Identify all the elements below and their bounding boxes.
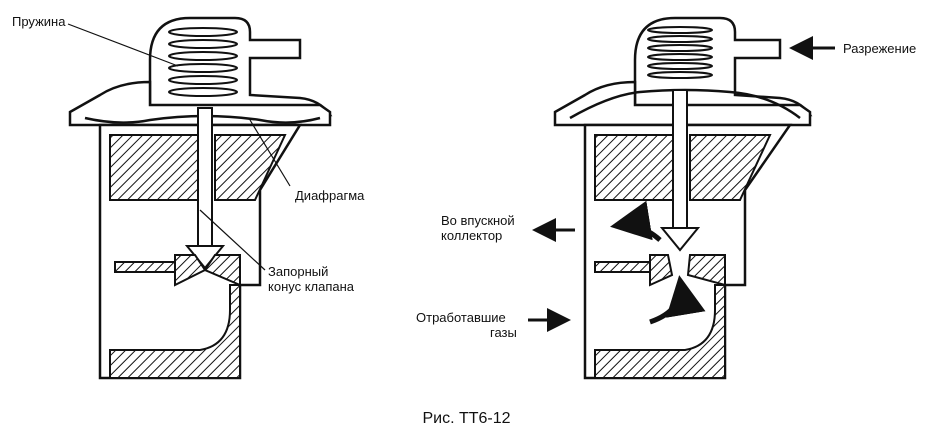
diaphragm-cover <box>553 80 812 127</box>
label-valve-cone-1: Запорный <box>268 264 329 279</box>
label-diaphragm: Диафрагма <box>295 188 365 203</box>
spring <box>168 27 238 97</box>
label-exhaust-1: Отработавшие <box>416 310 506 325</box>
upper-casting <box>109 134 201 201</box>
label-exhaust-2: газы <box>490 325 517 340</box>
spring-cap <box>148 16 333 117</box>
label-spring: Пружина <box>12 14 66 29</box>
valve-stem <box>672 89 688 231</box>
flow-arrow-up <box>649 275 706 325</box>
valve-cone <box>659 227 701 252</box>
label-to-intake-2: коллектор <box>441 228 503 243</box>
leader-lines <box>67 23 291 271</box>
label-to-intake-1: Во впускной <box>441 213 515 228</box>
flow-arrow-out <box>610 200 662 242</box>
upper-casting <box>594 134 676 201</box>
figure-caption: Рис. ТТ6-12 <box>422 410 511 427</box>
label-valve-cone-2: конус клапана <box>268 279 355 294</box>
spring <box>647 26 713 79</box>
valve-closed-view <box>68 16 333 380</box>
diaphragm-cover <box>68 80 332 127</box>
label-vacuum: Разрежение <box>843 41 917 56</box>
external-arrows <box>528 36 835 332</box>
lower-casting <box>594 284 726 379</box>
lower-casting <box>109 284 241 379</box>
valve-stem <box>197 107 213 249</box>
valve-open-view <box>553 16 813 380</box>
